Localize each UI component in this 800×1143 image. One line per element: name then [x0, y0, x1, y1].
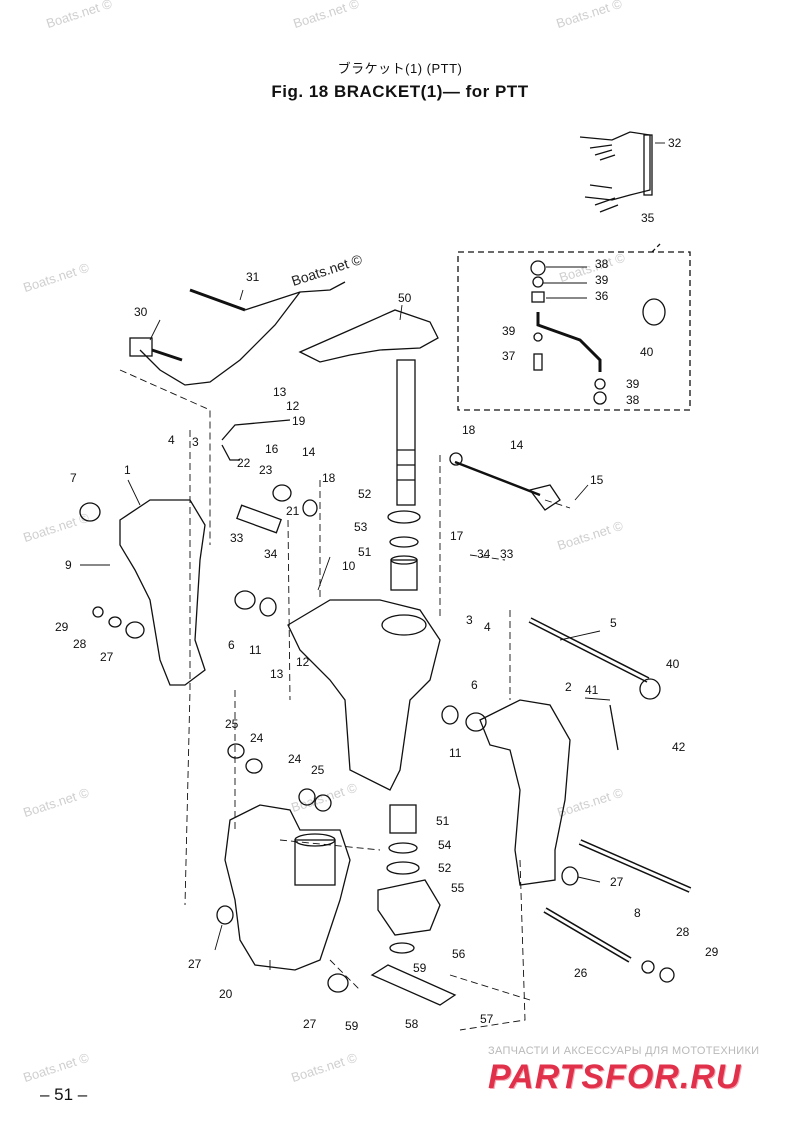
part-number-label: 25	[225, 717, 239, 731]
part-number-label: 57	[480, 1012, 494, 1026]
part-number-label: 8	[634, 906, 641, 920]
part-number-label: 40	[640, 345, 654, 359]
part-number-label: 15	[590, 473, 604, 487]
part-number-label: 51	[436, 814, 450, 828]
part-number-label: 10	[342, 559, 356, 573]
part-number-label: 5	[610, 616, 617, 630]
title-japanese: ブラケット(1) (PTT)	[337, 61, 463, 76]
part-number-label: 33	[230, 531, 244, 545]
part-number-label: 27	[303, 1017, 317, 1031]
part-number-label: 39	[595, 273, 609, 287]
left-bracket	[119, 499, 206, 686]
part-number-label: 53	[354, 520, 368, 534]
part-number-label: 38	[595, 257, 609, 271]
part-number-label: 30	[134, 305, 148, 319]
part-number-label: 12	[286, 399, 300, 413]
part-number-label: 32	[668, 136, 682, 150]
part-number-label: 34	[264, 547, 278, 561]
part-number-label: 56	[452, 947, 466, 961]
inset-box	[457, 251, 691, 411]
part-number-label: 12	[296, 655, 310, 669]
part-number-label: 39	[626, 377, 640, 391]
part-number-label: 6	[228, 638, 235, 652]
part-number-label: 29	[705, 945, 719, 959]
part-number-label: 36	[595, 289, 609, 303]
part-number-label: 24	[288, 752, 302, 766]
part-number-label: 42	[672, 740, 686, 754]
part-number-label: 38	[626, 393, 640, 407]
part-number-label: 3	[466, 613, 473, 627]
part-number-label: 13	[273, 385, 287, 399]
part-number-label: 18	[462, 423, 476, 437]
part-number-label: 59	[413, 961, 427, 975]
part-number-label: 14	[510, 438, 524, 452]
part-number-label: 7	[70, 471, 77, 485]
part-number-label: 40	[666, 657, 680, 671]
part-number-label: 21	[286, 504, 300, 518]
part-number-label: 29	[55, 620, 69, 634]
part-number-label: 55	[451, 881, 465, 895]
part-number-label: 34	[477, 547, 491, 561]
part-number-label: 51	[358, 545, 372, 559]
part-number-label: 59	[345, 1019, 359, 1033]
part-number-label: 6	[471, 678, 478, 692]
part-number-label: 13	[270, 667, 284, 681]
part-number-label: 24	[250, 731, 264, 745]
swivel-bracket	[287, 599, 441, 791]
part-number-label: 16	[265, 442, 279, 456]
part-number-label: 27	[188, 957, 202, 971]
part-number-label: 14	[302, 445, 316, 459]
wiring-harness-drawing	[579, 131, 653, 213]
ptt-unit	[224, 804, 351, 971]
part-number-label: 11	[449, 746, 462, 760]
part-number-label: 37	[502, 349, 516, 363]
part-number-label: 33	[500, 547, 514, 561]
page-number: – 51 –	[40, 1085, 88, 1104]
part-number-label: 28	[73, 637, 87, 651]
brand-logo: PARTSFOR.RU	[488, 1058, 742, 1096]
part-number-label: 41	[585, 683, 599, 697]
part-number-label: 20	[219, 987, 233, 1001]
steering-arm	[298, 309, 439, 363]
part-number-label: 9	[65, 558, 72, 572]
part-number-label: 58	[405, 1017, 419, 1031]
part-number-label: 4	[484, 620, 491, 634]
part-number-label: 52	[438, 861, 452, 875]
part-number-label: 39	[502, 324, 516, 338]
lower-block	[377, 879, 441, 936]
part-number-label: 27	[610, 875, 624, 889]
part-number-label: 3	[192, 435, 199, 449]
part-number-label: 17	[450, 529, 464, 543]
part-number-label: 1	[124, 463, 131, 477]
part-number-label: 4	[168, 433, 175, 447]
brand-caption: ЗАПЧАСТИ И АКСЕССУАРЫ ДЛЯ МОТОТЕХНИКИ	[488, 1045, 760, 1057]
part-number-label: 11	[249, 643, 262, 657]
part-number-label: 26	[574, 966, 588, 980]
part-number-label: 19	[292, 414, 306, 428]
part-number-label: 52	[358, 487, 372, 501]
figure-title: Fig. 18 BRACKET(1)— for PTT	[271, 82, 529, 101]
part-number-label: 23	[259, 463, 273, 477]
part-number-label: 27	[100, 650, 114, 664]
part-number-label: 25	[311, 763, 325, 777]
part-number-label: 54	[438, 838, 452, 852]
part-number-label: 2	[565, 680, 572, 694]
right-bracket	[479, 699, 571, 886]
part-number-label: 28	[676, 925, 690, 939]
part-number-label: 18	[322, 471, 336, 485]
part-number-label: 35	[641, 211, 655, 225]
part-number-label: 31	[246, 270, 260, 284]
part-number-label: 22	[237, 456, 251, 470]
part-number-label: 50	[398, 291, 412, 305]
